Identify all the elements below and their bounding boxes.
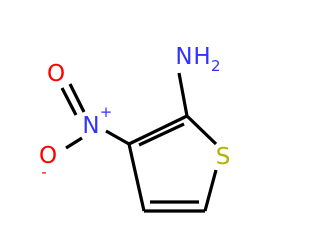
nitro-oxygen-charge: -: [41, 163, 46, 181]
nitro-nitrogen-label: N: [82, 113, 99, 139]
bond-c4-c3: [127, 143, 146, 212]
nitro-oxygen-double-label: O: [47, 61, 65, 87]
bond-c3-nitro: [105, 129, 130, 146]
amine-nitrogen-label: N: [175, 44, 192, 70]
bond-nitro-oxygen-double: [68, 83, 86, 113]
bond-c2-amine: [177, 72, 189, 117]
bond-sulfur-c5: [203, 169, 218, 212]
amine-hydrogen-label: H: [193, 44, 210, 70]
nitro-oxygen-single-label: O: [39, 143, 57, 169]
amine-hydrogen-count: 2: [211, 57, 221, 75]
bond-nitro-oxygen-single: [65, 136, 83, 150]
molecule-structure: N H 2 N + O O - S: [39, 44, 230, 213]
sulfur-label: S: [216, 144, 231, 170]
nitro-nitrogen-charge: +: [100, 103, 113, 121]
atom-labels: N H 2 N + O O - S: [39, 44, 230, 181]
bond-c3-c2-double: [138, 122, 185, 147]
structure-canvas: N H 2 N + O O - S: [38, 44, 231, 213]
bond-c3-c2: [128, 114, 188, 146]
bond-nitro-oxygen-double-second: [60, 87, 78, 116]
bonds: [60, 72, 218, 213]
bond-c2-sulfur: [185, 114, 218, 146]
